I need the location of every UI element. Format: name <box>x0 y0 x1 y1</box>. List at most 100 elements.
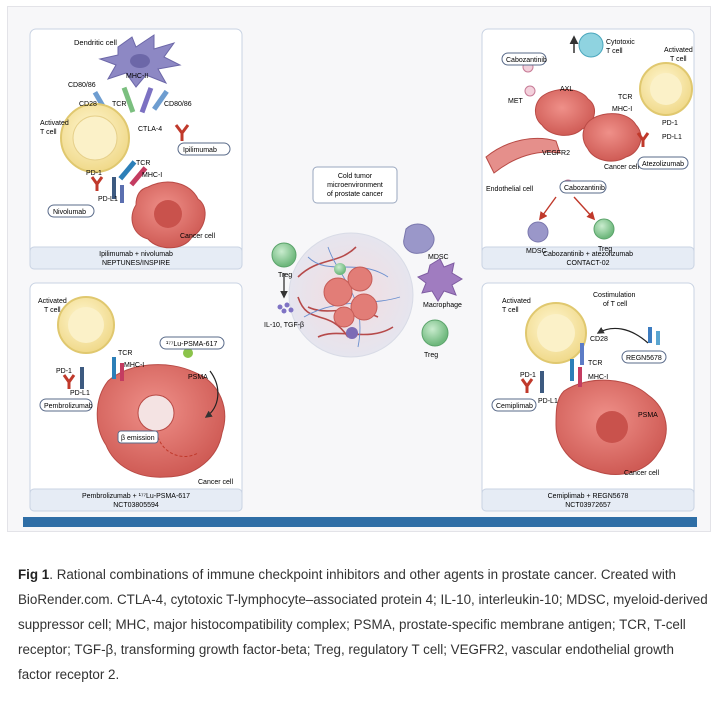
footer-1b: NEPTUNES/INSPIRE <box>102 260 170 267</box>
label-pdl1-4: PD-L1 <box>538 398 558 405</box>
cancer-cell-2b <box>582 113 642 162</box>
label-pembrolizumab: Pembrolizumab <box>44 403 93 410</box>
label-met: MET <box>508 98 524 105</box>
label-pd1-2: PD-1 <box>662 120 678 127</box>
bottom-bar <box>23 517 697 527</box>
label-vegfr2: VEGFR2 <box>542 150 570 157</box>
label-treg-2: Treg <box>598 246 612 253</box>
label-cd28-4: CD28 <box>590 336 608 343</box>
label-lupsma: ¹⁷⁷Lu-PSMA-617 <box>166 341 217 348</box>
label-cytotoxic-b: T cell <box>606 48 623 55</box>
label-cabozantinib-top: Cabozantinib <box>506 57 547 64</box>
label-psma-3: PSMA <box>188 374 208 381</box>
caption-body: Created with BioRender.com. CTLA-4, cyto… <box>18 567 708 682</box>
center-mdsc: MDSC <box>428 254 449 261</box>
label-cytotoxic-a: Cytotoxic <box>606 39 635 46</box>
mdsc-cell-2 <box>527 221 549 243</box>
label-tcr1: TCR <box>112 101 126 108</box>
dendritic-cell <box>98 34 182 88</box>
panel-ipilimumab-nivolumab: Dendritic cell CD80/86 MHC-II CD28 TCR C… <box>29 28 243 270</box>
center-title-3: of prostate cancer <box>327 191 384 198</box>
center-title-1: Cold tumor <box>338 173 373 180</box>
label-cancer-3: Cancer cell <box>198 479 233 486</box>
macrophage-cell <box>416 258 463 302</box>
label-beta: β emission <box>121 435 155 442</box>
pembrolizumab-antibody-icon <box>62 374 76 389</box>
label-endothelial: Endothelial cell <box>486 186 534 193</box>
treg-cell-left <box>271 242 297 268</box>
label-activated-3b: T cell <box>44 307 61 314</box>
panel-pembrolizumab-lupsma: Activated T cell TCR MHC-I ¹⁷⁷Lu-PSMA-61… <box>29 282 243 512</box>
label-activated-1a: Activated <box>40 120 69 127</box>
footer-4a: Cemiplimab + REGN5678 <box>548 493 629 500</box>
label-pdl1-2: PD-L1 <box>662 134 682 141</box>
label-ipilimumab: Ipilimumab <box>183 147 217 154</box>
figure-frame: Dendritic cell CD80/86 MHC-II CD28 TCR C… <box>7 6 711 532</box>
figure-diagram: Dendritic cell CD80/86 MHC-II CD28 TCR C… <box>23 28 697 527</box>
label-costim-b: of T cell <box>603 301 628 308</box>
center-cytokines: IL-10, TGF-β <box>264 322 304 329</box>
label-costim-a: Costimulation <box>593 292 636 299</box>
label-cabozantinib-mid: Cabozantinib <box>564 185 605 192</box>
label-dendritic: Dendritic cell <box>74 38 117 47</box>
nivolumab-antibody-icon <box>90 176 104 191</box>
center-macrophage: Macrophage <box>423 302 462 309</box>
label-cd80-left: CD80/86 <box>68 82 96 89</box>
cemiplimab-antibody-icon <box>520 378 534 393</box>
caption-label: Fig 1 <box>18 567 50 582</box>
panel-cabozantinib-atezolizumab: Cabozantinib Cytotoxic T cell Activated … <box>481 28 695 270</box>
label-nivolumab: Nivolumab <box>53 209 86 216</box>
footer-2a: Cabozantinib + atezolizumab <box>543 251 633 258</box>
label-activated-3a: Activated <box>38 298 67 305</box>
cytotoxic-tcell <box>578 32 604 58</box>
cancer-cell-2a <box>535 89 596 136</box>
label-tcr-4: TCR <box>588 360 602 367</box>
label-pd1-4: PD-1 <box>520 372 536 379</box>
label-tcr-2: TCR <box>618 94 632 101</box>
footer-3b: NCT03805594 <box>113 502 159 509</box>
label-tcr2: TCR <box>136 160 150 167</box>
label-ctla4: CTLA-4 <box>138 126 162 133</box>
caption-title: . Rational combinations of immune checkp… <box>49 567 598 582</box>
label-pdl1: PD-L1 <box>98 196 118 203</box>
label-mdsc-2: MDSC <box>526 248 547 255</box>
label-axl: AXL <box>560 86 573 93</box>
center-title-2: microenvironment <box>327 182 383 189</box>
label-mhc1: MHC-I <box>142 172 162 179</box>
footer-3a: Pembrolizumab + ¹⁷⁷Lu-PSMA-617 <box>82 493 190 500</box>
label-tcr-3: TCR <box>118 350 132 357</box>
label-activated-4b: T cell <box>502 307 519 314</box>
label-cancer-1: Cancer cell <box>180 233 215 240</box>
label-mhc1-2: MHC-I <box>612 106 632 113</box>
label-activated-2b: T cell <box>670 56 687 63</box>
label-mhc1-4: MHC-I <box>588 374 608 381</box>
ipilimumab-antibody-icon <box>174 124 190 141</box>
atezolizumab-antibody-icon <box>636 132 650 147</box>
treg-cell-2 <box>593 218 615 240</box>
label-mhc1-3: MHC-I <box>124 362 144 369</box>
panel-cemiplimab-regn5678: Activated T cell Costimulation of T cell… <box>481 282 695 512</box>
label-cemiplimab: Cemiplimab <box>496 403 533 410</box>
label-activated-1b: T cell <box>40 129 57 136</box>
footer-1a: Ipilimumab + nivolumab <box>99 251 173 258</box>
center-treg-left: Treg <box>278 272 292 279</box>
label-activated-4a: Activated <box>502 298 531 305</box>
endothelial-cell <box>485 137 561 174</box>
label-pd1-3: PD-1 <box>56 368 72 375</box>
label-atezolizumab: Atezolizumab <box>642 161 684 168</box>
treg-cell-right <box>421 319 449 347</box>
center-cold-tumor: Cold tumor microenvironment of prostate … <box>264 166 463 359</box>
label-psma-4: PSMA <box>638 412 658 419</box>
label-mhc2: MHC-II <box>126 73 148 80</box>
mdsc-cell-center <box>403 223 435 254</box>
label-cancer-4: Cancer cell <box>624 470 659 477</box>
label-regn: REGN5678 <box>626 355 662 362</box>
center-treg-right: Treg <box>424 352 438 359</box>
label-activated-2a: Activated <box>664 47 693 54</box>
figure-caption: Fig 1. Rational combinations of immune c… <box>18 562 708 687</box>
label-pdl1-3: PD-L1 <box>70 390 90 397</box>
footer-2b: CONTACT-02 <box>566 260 609 267</box>
label-pd1: PD-1 <box>86 170 102 177</box>
label-cancer-2: Cancer cell <box>604 164 639 171</box>
label-cd80-right: CD80/86 <box>164 101 192 108</box>
